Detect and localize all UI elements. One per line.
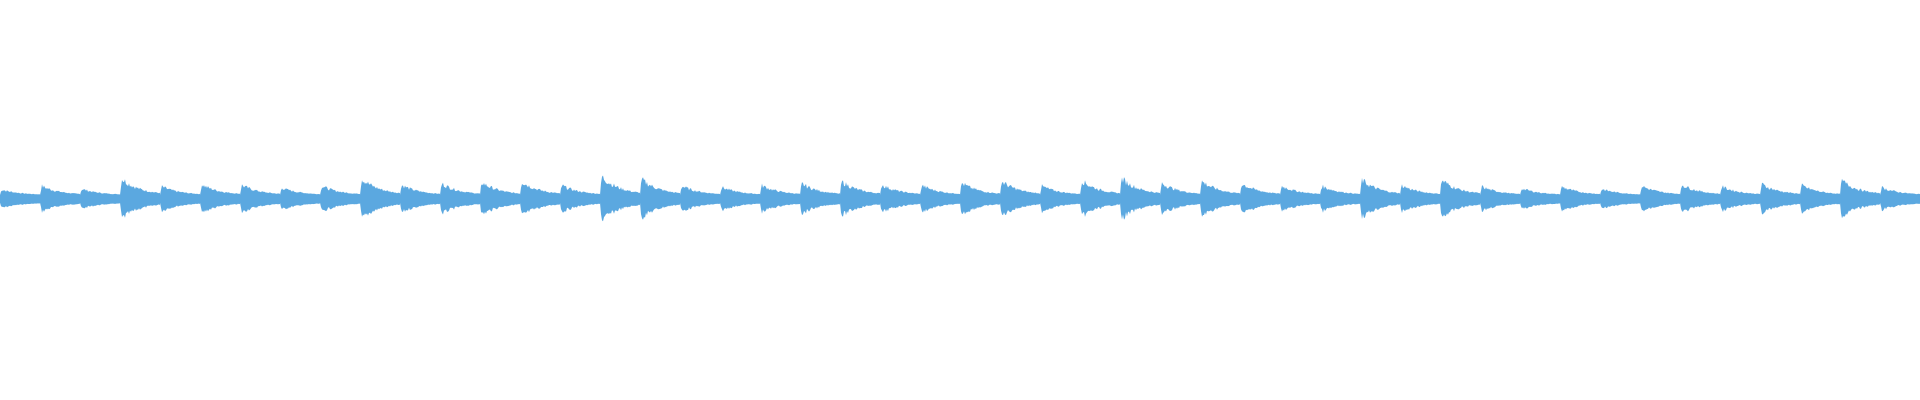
waveform-baseline (0, 195, 1920, 203)
waveform-group (0, 175, 1920, 222)
